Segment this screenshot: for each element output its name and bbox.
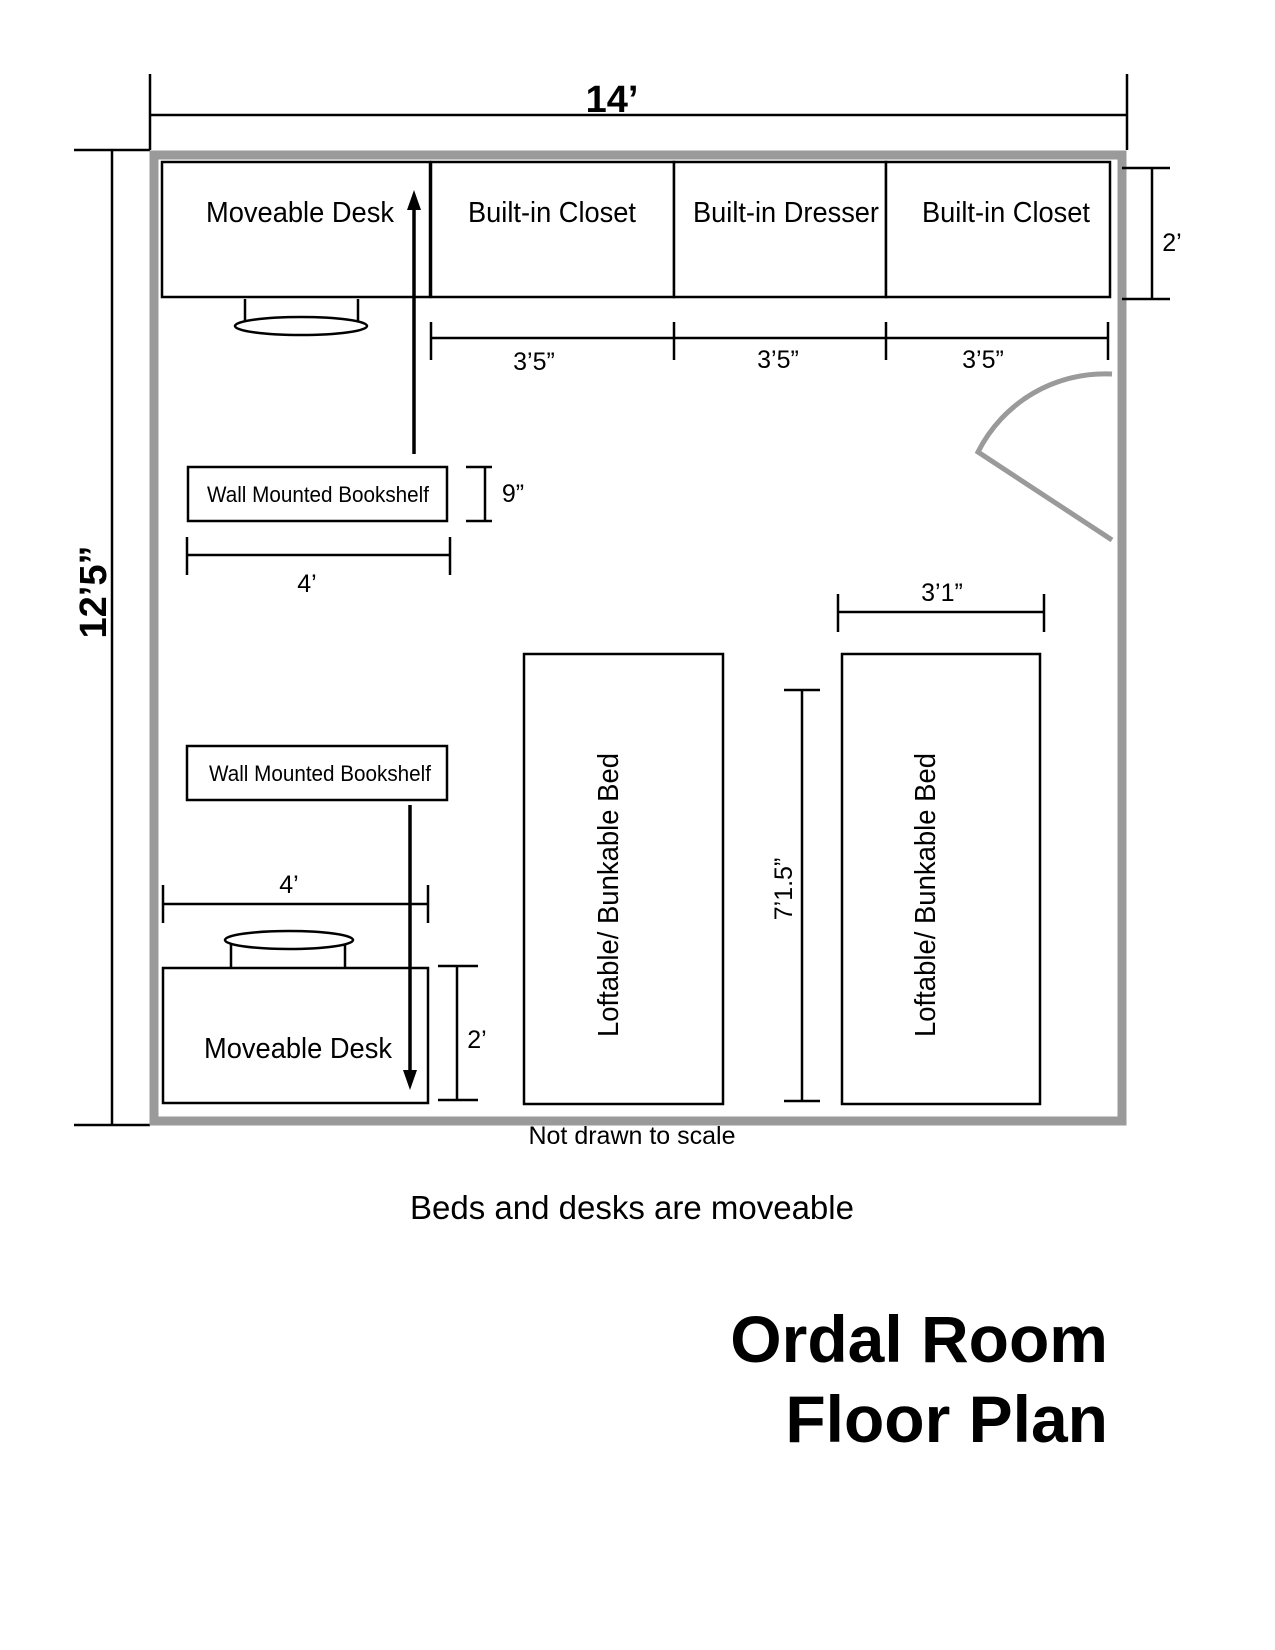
top-row-furniture: Moveable Desk Built-in Closet Built-in D… [160, 160, 1112, 299]
bookshelf-bottom: Wall Mounted Bookshelf [185, 744, 449, 802]
desk-bottom-label: Moveable Desk [204, 1033, 392, 1065]
room-depth-label: 12’5” [73, 546, 115, 639]
bookshelf-top: Wall Mounted Bookshelf [186, 465, 449, 523]
moveable-desk-bottom: Moveable Desk [161, 966, 430, 1105]
bed-width-label: 3’1” [921, 579, 963, 607]
door-swing [974, 371, 1114, 543]
room-width-label: 14’ [586, 79, 639, 121]
unit-width-dimensions: 3’5” 3’5” 3’5” [429, 322, 1110, 376]
built-in-dresser [672, 160, 888, 299]
title-line-2: Floor Plan [785, 1382, 1108, 1456]
bookshelf-bottom-label: Wall Mounted Bookshelf [209, 761, 432, 786]
room-width-dimension: 14’ [148, 74, 1129, 150]
dresser-label: Built-in Dresser [693, 197, 879, 229]
bed-left-label: Loftable/ Bunkable Bed [593, 753, 625, 1037]
desk-top-label: Moveable Desk [206, 197, 394, 229]
wardrobe-depth-dimension: 2’ [1122, 166, 1182, 301]
bookshelf-top-rect [186, 465, 449, 523]
bed-left: Loftable/ Bunkable Bed [522, 652, 725, 1106]
bed-right: Loftable/ Bunkable Bed [840, 652, 1042, 1106]
room-depth-dimension: 12’5” [73, 148, 150, 1127]
bookshelf-width-top-label: 4’ [297, 570, 316, 598]
bookshelf-width-dimension-top: 4’ [185, 537, 452, 598]
bed-right-rect [840, 652, 1042, 1106]
bookshelf-bottom-rect [185, 744, 449, 802]
unit-width-2-label: 3’5” [757, 346, 799, 374]
closet-2-label: Built-in Closet [922, 197, 1090, 229]
bookshelf-top-label: Wall Mounted Bookshelf [207, 482, 430, 507]
desk-depth-label: 2’ [467, 1026, 486, 1054]
bookshelf-depth-dimension: 9” [466, 465, 524, 523]
closet-1-label: Built-in Closet [468, 197, 636, 229]
built-in-closet-1 [429, 160, 676, 299]
unit-width-3-label: 3’5” [962, 346, 1004, 374]
bed-length-label: 7’1.5” [770, 858, 798, 921]
wardrobe-depth-label: 2’ [1162, 229, 1181, 257]
bed-length-dimension: 7’1.5” [770, 688, 820, 1103]
unit-width-1-label: 3’5” [513, 348, 555, 376]
room-wall [149, 150, 1127, 1126]
moveable-note: Beds and desks are moveable [410, 1189, 854, 1226]
desk-move-arrow-bottom [403, 805, 417, 1090]
bookshelf-width-dimension-bottom: 4’ [161, 871, 430, 923]
bed-left-rect [522, 652, 725, 1106]
chair-top [233, 299, 369, 337]
bookshelf-depth-label: 9” [502, 480, 524, 508]
bed-right-label: Loftable/ Bunkable Bed [910, 753, 942, 1037]
title-line-1: Ordal Room [730, 1302, 1108, 1376]
desk-bottom-rect [161, 966, 430, 1105]
desk-depth-dimension: 2’ [438, 964, 487, 1102]
desk-move-arrow-top [407, 190, 421, 454]
bed-width-dimension: 3’1” [836, 579, 1046, 632]
chair-bottom [223, 929, 355, 968]
built-in-closet-2 [884, 160, 1112, 299]
moveable-desk-top [160, 160, 432, 299]
scale-note: Not drawn to scale [528, 1122, 735, 1150]
bookshelf-width-bottom-label: 4’ [279, 871, 298, 899]
